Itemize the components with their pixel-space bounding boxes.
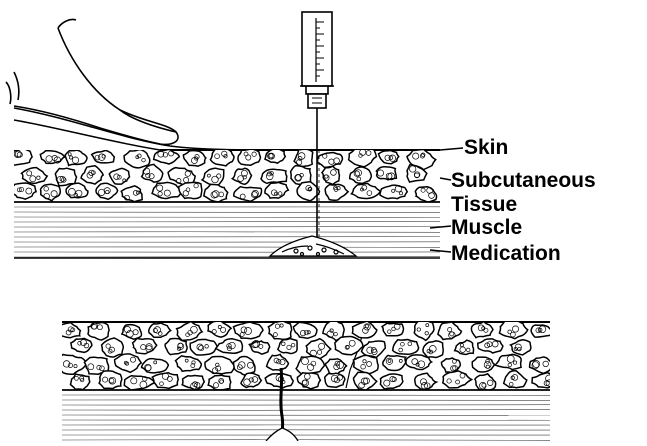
fat-cell — [415, 373, 437, 389]
fat-cell — [81, 166, 103, 184]
muscle-layer-2 — [62, 395, 550, 440]
fat-cell — [380, 185, 407, 199]
fat-cell — [124, 376, 155, 390]
fat-cell — [238, 149, 261, 165]
fat-cell — [102, 338, 124, 357]
muscle-fiber — [62, 410, 550, 411]
fat-cell — [393, 340, 419, 355]
fat-cell — [504, 371, 527, 388]
fat-cell — [532, 373, 558, 388]
fat-cell — [353, 372, 376, 390]
syringe-barrel — [302, 12, 332, 86]
label-medication: Medication — [451, 243, 561, 264]
fat-cell — [176, 356, 202, 371]
fat-cell — [438, 322, 461, 340]
fat-cell — [297, 182, 319, 201]
fat-cell — [96, 183, 118, 199]
fat-cell — [265, 182, 288, 198]
fat-cell — [296, 356, 324, 374]
fat-cell — [57, 355, 87, 375]
fat-cell — [261, 169, 287, 183]
fat-cell — [268, 321, 291, 339]
label-subcutaneous: Subcutaneous — [451, 170, 596, 191]
fat-cell — [382, 323, 403, 336]
subcutaneous-tissue-layer-2 — [54, 319, 558, 390]
subcutaneous-tissue-layer — [9, 146, 437, 202]
fat-cell — [115, 354, 142, 372]
fat-cell — [352, 321, 376, 338]
label-muscle: Muscle — [451, 217, 522, 238]
medication-deposit — [270, 236, 356, 256]
muscle-fiber — [14, 227, 440, 228]
fat-cell — [353, 355, 378, 373]
fat-cell — [478, 339, 503, 353]
fat-cell — [443, 371, 472, 388]
fat-cell — [210, 148, 234, 166]
fat-cell — [317, 153, 342, 168]
syringe — [300, 12, 334, 108]
muscle-fiber — [62, 395, 550, 396]
fat-cell — [142, 164, 163, 182]
fat-cell — [511, 340, 531, 355]
muscle-fiber — [62, 440, 550, 441]
hand-illustration — [6, 19, 178, 144]
top-panel — [6, 12, 463, 258]
label-skin: Skin — [464, 137, 508, 158]
fat-cell — [234, 322, 264, 338]
fat-cell — [234, 357, 255, 376]
fat-cell — [152, 373, 178, 389]
fat-cell — [472, 357, 495, 372]
syringe-hub — [308, 94, 326, 108]
fat-cell — [177, 322, 202, 341]
fat-cell — [133, 338, 157, 353]
fat-cell — [423, 341, 443, 358]
bottom-panel — [54, 319, 558, 441]
label-tissue: Tissue — [451, 194, 517, 215]
muscle-layer — [14, 207, 440, 257]
fat-cell — [415, 187, 436, 202]
fat-cell — [297, 373, 320, 389]
fat-cell — [205, 356, 235, 373]
fat-cell — [204, 184, 228, 202]
muscle-fiber — [14, 232, 440, 233]
